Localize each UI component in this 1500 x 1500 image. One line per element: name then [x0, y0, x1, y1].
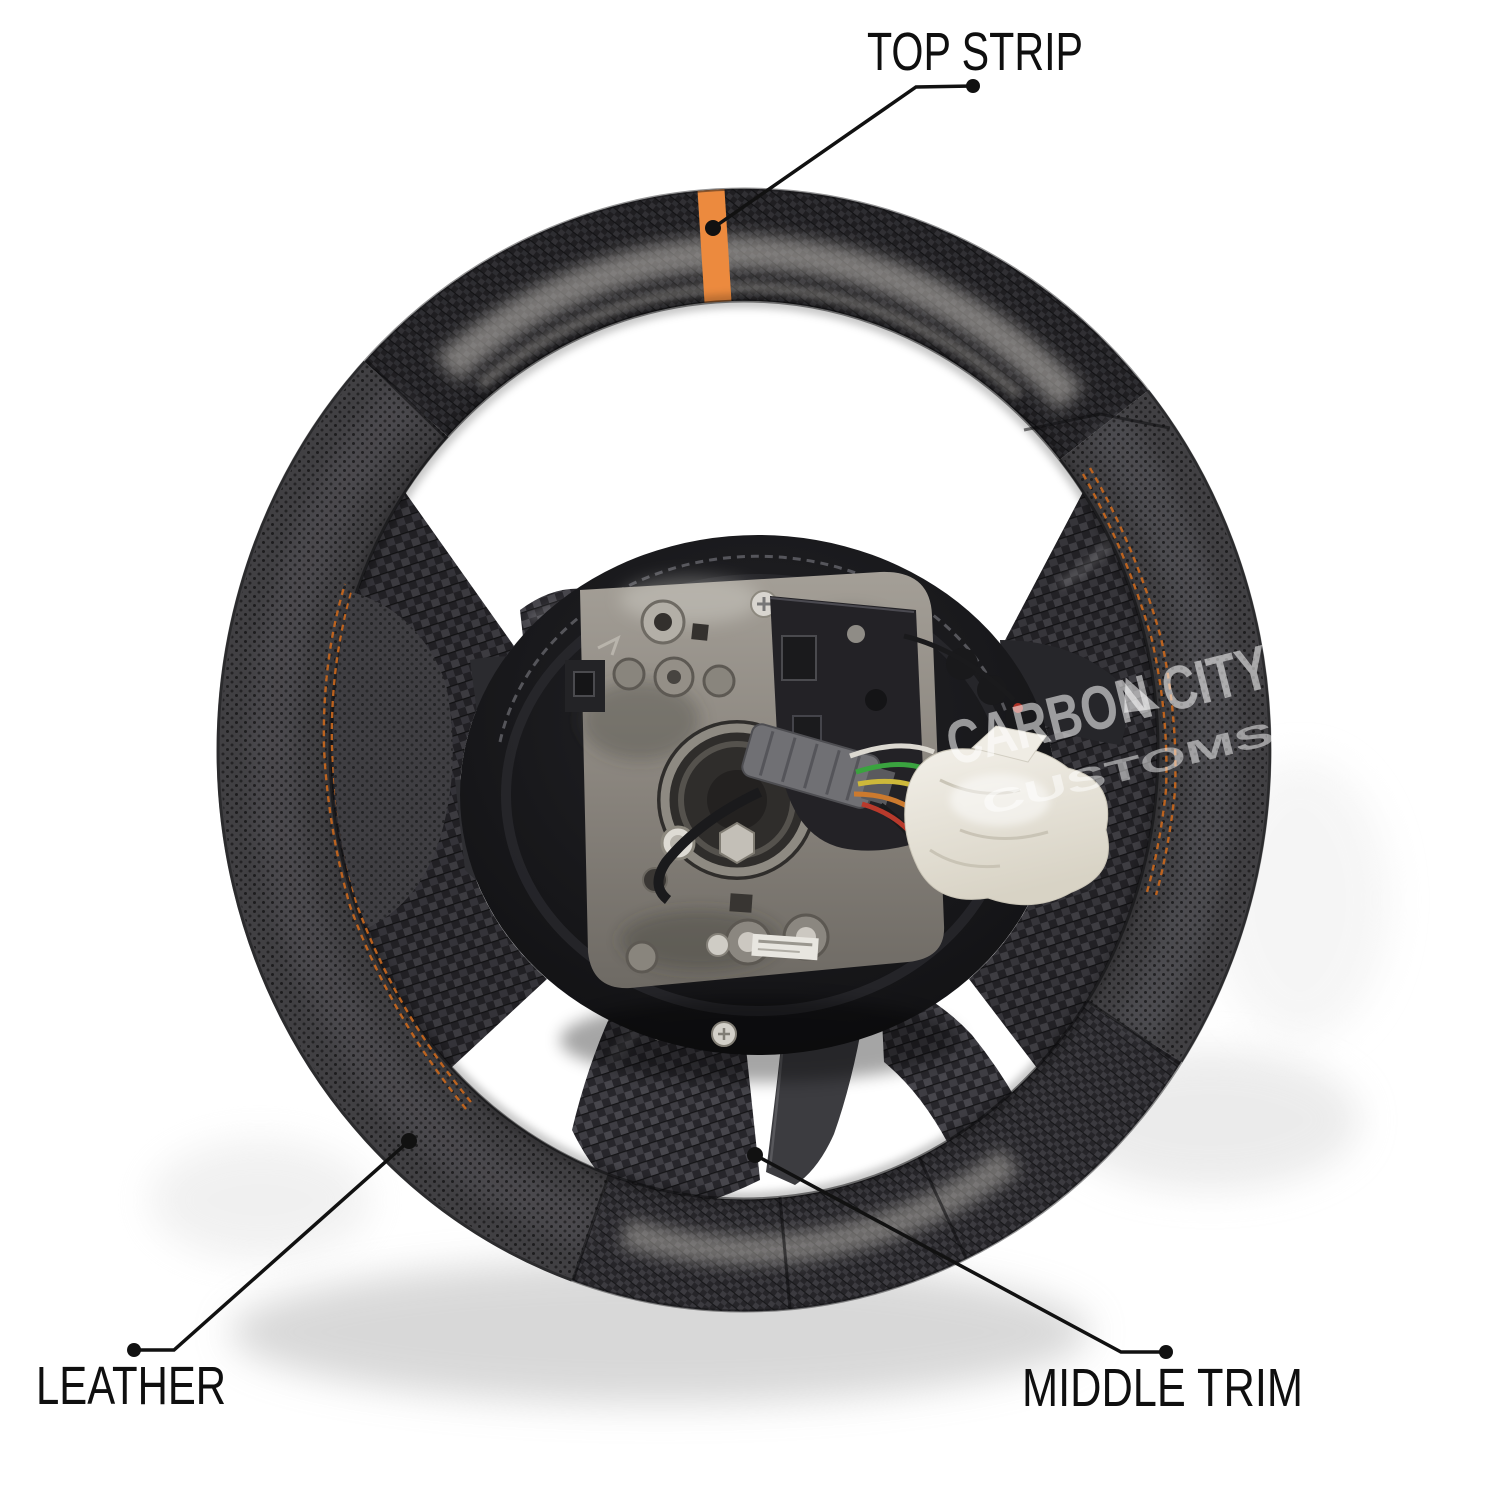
callout-dot-label: [1159, 1345, 1173, 1359]
callout-dot-wheel: [747, 1147, 763, 1163]
hub: [460, 535, 1109, 1082]
wire-red: [861, 801, 910, 832]
callout-middle-trim: MIDDLE TRIM: [747, 1147, 1303, 1418]
hub-sticker: [751, 933, 819, 961]
callout-dot-wheel: [401, 1133, 417, 1149]
callout-top-strip: TOP STRIP: [705, 22, 1083, 236]
callouts: TOP STRIP LEATHER MIDDLE TRIM: [36, 22, 1303, 1418]
hex-nut: [719, 821, 755, 865]
rim: [216, 187, 1272, 1313]
callout-dot-wheel: [705, 220, 721, 236]
callout-dot-label: [127, 1343, 141, 1357]
top-strip-marker: [697, 189, 732, 303]
steering-wheel: CARBON CITY CUSTOMS: [216, 187, 1278, 1313]
screw: [706, 933, 730, 957]
wiring: [653, 633, 1109, 906]
callout-dot-label: [966, 79, 980, 93]
leader-line-leather: [134, 1139, 411, 1352]
rim-seams: [364, 358, 1181, 1310]
callout-leather: LEATHER: [36, 1133, 417, 1416]
leader-line-middle-trim: [754, 1153, 1166, 1354]
wire-white: [849, 743, 935, 759]
label-middle-trim: MIDDLE TRIM: [1022, 1358, 1303, 1418]
label-leather: LEATHER: [36, 1356, 226, 1416]
leader-line-top-strip: [712, 84, 974, 230]
label-top-strip: TOP STRIP: [867, 22, 1083, 82]
